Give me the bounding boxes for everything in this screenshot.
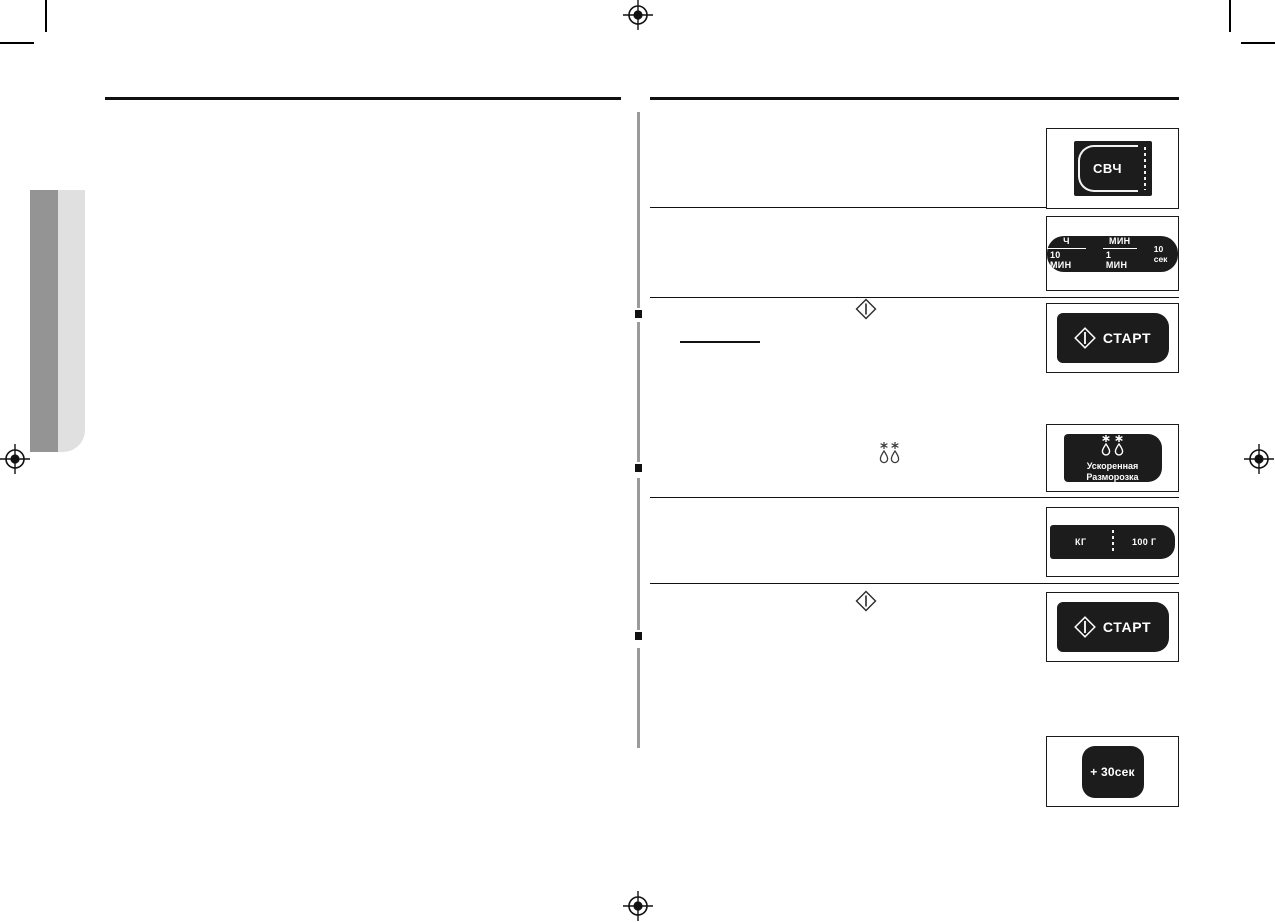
time-key-seconds-label: 10 сек [1153, 243, 1168, 264]
time-key-minute-bottom: 1 МИН [1102, 247, 1137, 271]
figure-weight-key: КГ 100 Г [1046, 507, 1179, 577]
figure-microwave-key: СВЧ [1046, 128, 1179, 209]
time-key-minute-cell[interactable]: МИН 1 МИН [1102, 236, 1137, 271]
revision-change-marker [635, 464, 642, 472]
revision-change-bar [637, 648, 640, 748]
time-key-minute-top: МИН [1109, 236, 1131, 247]
registration-mark-left [0, 444, 30, 474]
right-column-top-rule [650, 97, 1179, 100]
registration-mark-bottom [623, 891, 653, 921]
start-key[interactable]: СТАРТ [1056, 313, 1169, 363]
registration-mark-right [1244, 444, 1274, 474]
step-separator [650, 583, 1179, 584]
start-diamond-icon [1074, 616, 1096, 638]
start-key-label: СТАРТ [1102, 330, 1152, 346]
crop-mark-icon [45, 0, 47, 32]
start-diamond-icon [1074, 327, 1096, 349]
key-dotted-edge-icon [1143, 147, 1146, 190]
chapter-thumb-tab [30, 190, 85, 452]
plus-30-sec-key[interactable]: + 30сек [1081, 745, 1144, 798]
start-key-label: СТАРТ [1102, 619, 1152, 635]
chapter-thumb-tab-dark-band [30, 190, 58, 452]
revision-change-bar [637, 478, 640, 630]
quick-defrost-key-label-line1: Ускоренная [1086, 460, 1139, 471]
quick-defrost-key-label-line2: Разморозка [1086, 471, 1139, 482]
start-diamond-icon [855, 590, 877, 617]
start-diamond-icon [855, 298, 877, 325]
emphasis-underline [680, 341, 760, 343]
weight-key-kg-label: КГ [1075, 537, 1087, 547]
figure-plus-30-sec-key: + 30сек [1046, 736, 1179, 807]
step-separator [650, 497, 1179, 498]
time-key-hour-cell[interactable]: Ч 10 МИН [1047, 236, 1086, 270]
revision-change-marker [635, 632, 642, 640]
microwave-key-label: СВЧ [1093, 161, 1122, 176]
figure-start-key: СТАРТ [1046, 592, 1179, 662]
crop-mark-icon [0, 42, 34, 44]
revision-change-marker [635, 310, 642, 318]
crop-mark-icon [1241, 42, 1275, 44]
crop-mark-icon [1229, 0, 1231, 32]
quick-defrost-key[interactable]: Ускоренная Разморозка [1063, 434, 1162, 482]
time-key[interactable]: Ч 10 МИН МИН 1 МИН 10 сек [1047, 235, 1178, 272]
plus-30-sec-key-label: + 30сек [1090, 764, 1135, 779]
quick-defrost-icon [1098, 434, 1128, 461]
microwave-key[interactable]: СВЧ [1073, 141, 1152, 196]
step-separator [650, 297, 1179, 298]
left-text-column [105, 110, 621, 830]
quick-defrost-icon [878, 440, 902, 471]
figure-time-key: Ч 10 МИН МИН 1 МИН 10 сек [1046, 216, 1179, 291]
registration-mark-top [623, 0, 653, 30]
time-key-hour-top: Ч [1063, 236, 1070, 247]
left-column-top-rule [105, 97, 621, 100]
weight-key[interactable]: КГ 100 Г [1050, 525, 1175, 559]
key-outline [1077, 145, 1138, 192]
step-separator [650, 207, 1179, 208]
weight-key-100g-label: 100 Г [1131, 537, 1157, 547]
revision-change-bar [637, 112, 640, 308]
figure-start-key: СТАРТ [1046, 303, 1179, 373]
start-key[interactable]: СТАРТ [1056, 602, 1169, 652]
figure-quick-defrost-key: Ускоренная Разморозка [1046, 424, 1179, 492]
time-key-hour-bottom: 10 МИН [1047, 247, 1086, 271]
revision-change-bar [637, 322, 640, 462]
weight-key-divider-icon [1111, 530, 1114, 554]
